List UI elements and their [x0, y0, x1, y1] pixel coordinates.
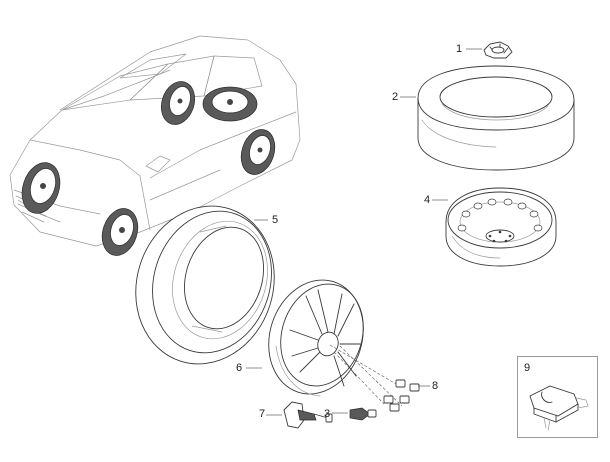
vehicle-wheel-rear-right — [240, 129, 276, 175]
callout-1: 1 — [456, 43, 463, 55]
steel-spare-wheel-part — [445, 187, 557, 267]
tire-part — [135, 205, 275, 365]
wheel-bolt-part — [383, 379, 420, 412]
alloy-wheel-part — [268, 279, 364, 397]
callout-6: 6 — [236, 362, 243, 374]
callout-2: 2 — [392, 91, 399, 103]
vehicle-spare-wheel — [202, 86, 258, 122]
callout-4: 4 — [424, 194, 431, 206]
vehicle-wheel-front-right — [160, 81, 196, 125]
callout-3: 3 — [324, 408, 331, 420]
tire-inflator-part — [529, 385, 589, 431]
vehicle-wheel-front-left — [21, 162, 61, 214]
spare-tire-part — [417, 65, 575, 171]
tpms-sensor-part — [283, 401, 333, 429]
valve-stem-part — [349, 407, 377, 421]
callout-9: 9 — [524, 362, 531, 374]
callout-5: 5 — [272, 214, 279, 226]
callout-8: 8 — [432, 380, 439, 392]
inset-frame — [517, 356, 598, 438]
retaining-nut-part — [483, 41, 513, 59]
callout-7: 7 — [259, 408, 266, 420]
vehicle-wheel-rear-left — [101, 208, 139, 256]
